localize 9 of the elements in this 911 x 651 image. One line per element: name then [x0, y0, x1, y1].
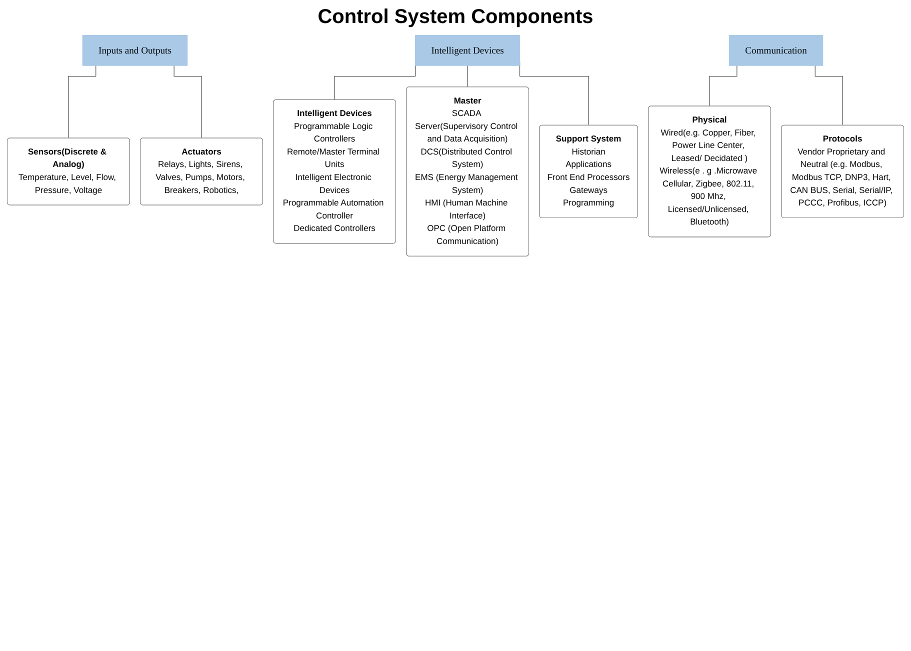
- node-box: Intelligent Devices: [415, 35, 520, 66]
- connector: [68, 65, 96, 138]
- diagram-title: Control System Components: [316, 6, 594, 29]
- connector: [174, 65, 202, 138]
- connector: [709, 65, 738, 107]
- connector: [467, 65, 468, 88]
- node-box: Communication: [728, 35, 824, 66]
- connector: [814, 65, 844, 126]
- node-box: Inputs and Outputs: [82, 35, 188, 66]
